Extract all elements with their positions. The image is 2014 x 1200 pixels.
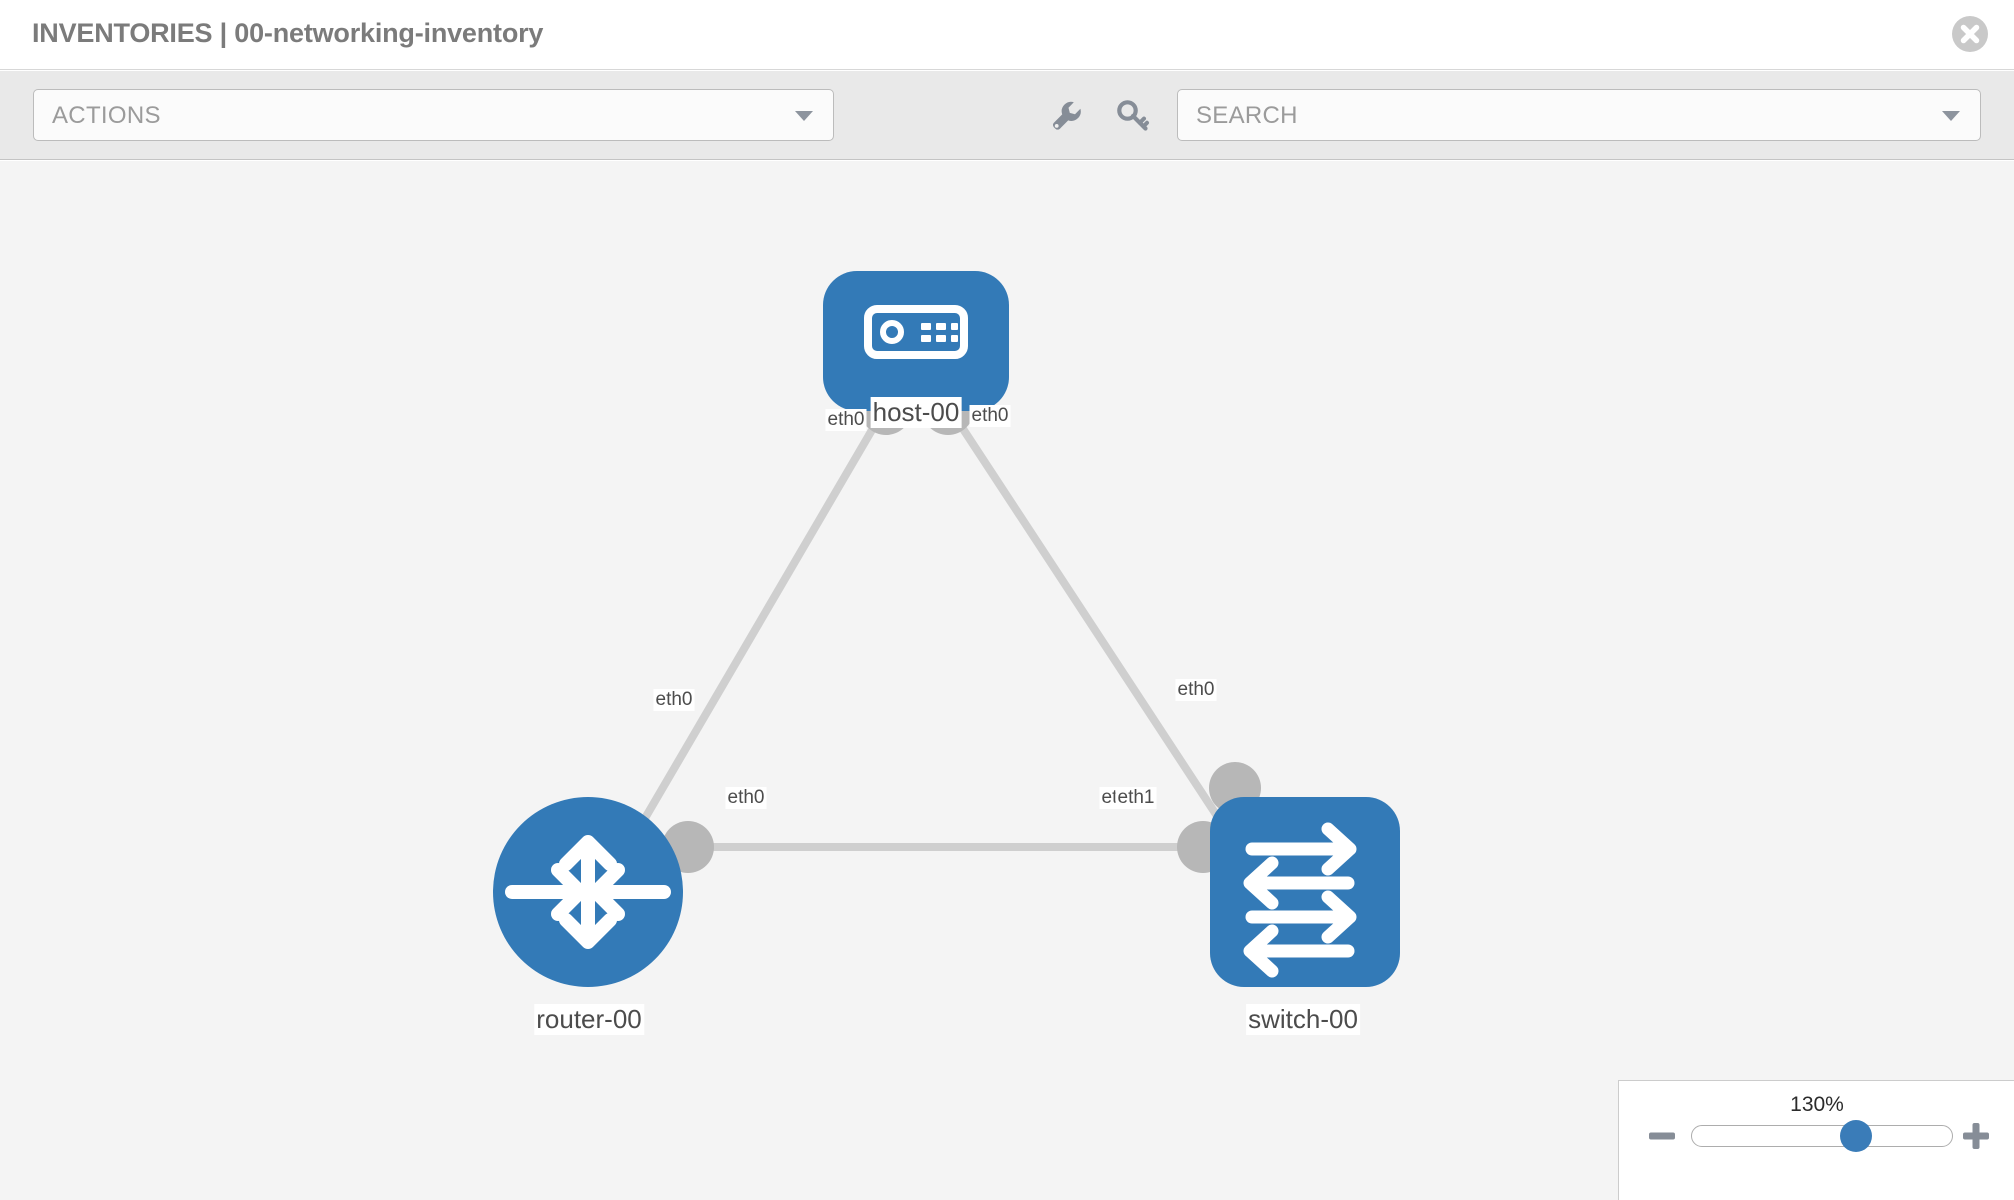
node-label-router-00: router-00 bbox=[534, 1004, 644, 1035]
wrench-button[interactable] bbox=[1045, 95, 1085, 135]
node-host-00[interactable] bbox=[823, 271, 1009, 411]
node-router-00[interactable] bbox=[493, 797, 683, 987]
actions-dropdown[interactable]: ACTIONS bbox=[33, 89, 834, 141]
actions-dropdown-label: ACTIONS bbox=[52, 102, 161, 129]
page-title: INVENTORIES | 00-networking-inventory bbox=[32, 18, 544, 48]
topology-canvas[interactable]: eth0 eth0 eth0 eth0 eth0 eth0 eth1 host-… bbox=[0, 161, 2014, 1200]
toolbar: ACTIONS SEARCH bbox=[0, 71, 2014, 160]
chevron-down-icon bbox=[1942, 111, 1960, 121]
search-input[interactable]: SEARCH bbox=[1177, 89, 1981, 141]
switch-arrows-icon bbox=[1243, 822, 1357, 978]
server-icon bbox=[864, 305, 968, 359]
iface-label-host-eth0-right: eth0 bbox=[969, 405, 1011, 427]
chevron-down-icon bbox=[795, 111, 813, 121]
zoom-panel: 130% bbox=[1618, 1080, 2014, 1200]
key-button[interactable] bbox=[1112, 95, 1152, 135]
topology-graph bbox=[493, 271, 1400, 987]
router-arrows-icon bbox=[505, 835, 671, 949]
zoom-out-button[interactable] bbox=[1645, 1119, 1679, 1153]
zoom-percent-label: 130% bbox=[1790, 1093, 1844, 1116]
link-host-router[interactable] bbox=[616, 403, 890, 864]
node-switch-00[interactable] bbox=[1210, 797, 1400, 987]
zoom-in-button[interactable] bbox=[1959, 1119, 1993, 1153]
node-label-host-00: host-00 bbox=[870, 397, 962, 428]
plus-icon bbox=[1963, 1123, 1989, 1149]
minus-icon bbox=[1649, 1132, 1675, 1140]
node-label-switch-00: switch-00 bbox=[1246, 1004, 1360, 1035]
zoom-slider[interactable] bbox=[1691, 1120, 1953, 1152]
iface-label-switch-eth1-left: eth1 bbox=[1115, 787, 1157, 809]
iface-label-host-eth0-left: eth0 bbox=[825, 409, 867, 431]
iface-label-router-eth0-right: eth0 bbox=[725, 787, 767, 809]
link-host-switch[interactable] bbox=[944, 403, 1244, 854]
wrench-icon bbox=[1052, 101, 1081, 130]
iface-label-router-eth0-up: eth0 bbox=[653, 689, 695, 711]
close-button[interactable] bbox=[1952, 16, 1988, 52]
close-icon bbox=[1960, 24, 1980, 44]
search-placeholder: SEARCH bbox=[1196, 102, 1298, 129]
iface-label-switch-eth0-up: eth0 bbox=[1175, 679, 1217, 701]
key-icon bbox=[1117, 100, 1149, 131]
zoom-slider-thumb[interactable] bbox=[1840, 1120, 1873, 1152]
page-header: INVENTORIES | 00-networking-inventory bbox=[0, 0, 2014, 70]
